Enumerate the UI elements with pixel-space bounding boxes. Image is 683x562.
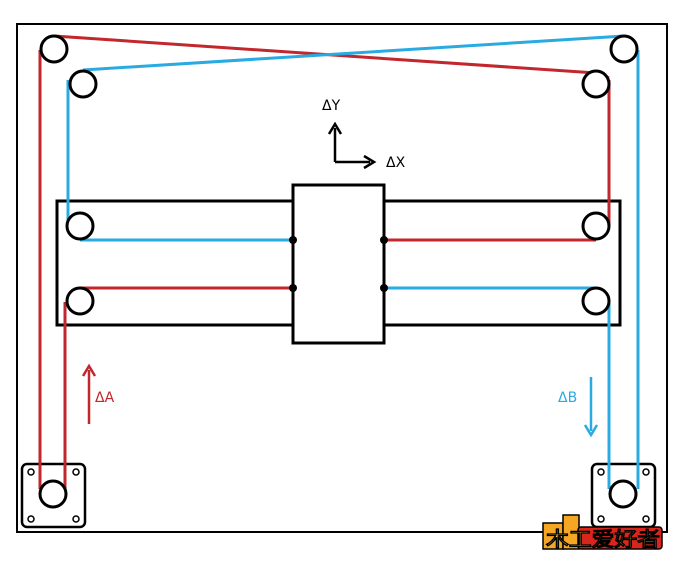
pulley-rail-left-top xyxy=(65,211,95,241)
pulley-rail-right-bottom xyxy=(581,286,611,316)
pulley-top-left-inner xyxy=(68,69,98,99)
carriage xyxy=(291,183,386,345)
belt-anchor-points xyxy=(289,236,388,292)
woodworking-logo-icon xyxy=(542,514,663,550)
pulley-top-right-inner xyxy=(581,69,611,99)
pulley-top-right-outer xyxy=(609,34,639,64)
pulley-rail-left-bottom xyxy=(65,286,95,316)
pulley-top-left-outer xyxy=(39,34,69,64)
delta-a-arrow xyxy=(81,363,97,424)
delta-b-arrow xyxy=(583,377,599,438)
delta-y-label: ΔY xyxy=(322,98,341,114)
delta-a-label: ΔA xyxy=(95,390,115,406)
delta-x-label: ΔX xyxy=(386,155,406,171)
axis-arrows xyxy=(327,121,377,170)
watermark-text: 木工爱好者 xyxy=(545,527,660,551)
motor-b xyxy=(590,462,657,529)
belt-b xyxy=(66,34,640,489)
outer-frame xyxy=(16,23,668,533)
pulley-rail-right-top xyxy=(581,211,611,241)
pulleys xyxy=(39,34,639,316)
motor-a xyxy=(20,462,87,529)
delta-b-label: ΔB xyxy=(558,390,577,406)
